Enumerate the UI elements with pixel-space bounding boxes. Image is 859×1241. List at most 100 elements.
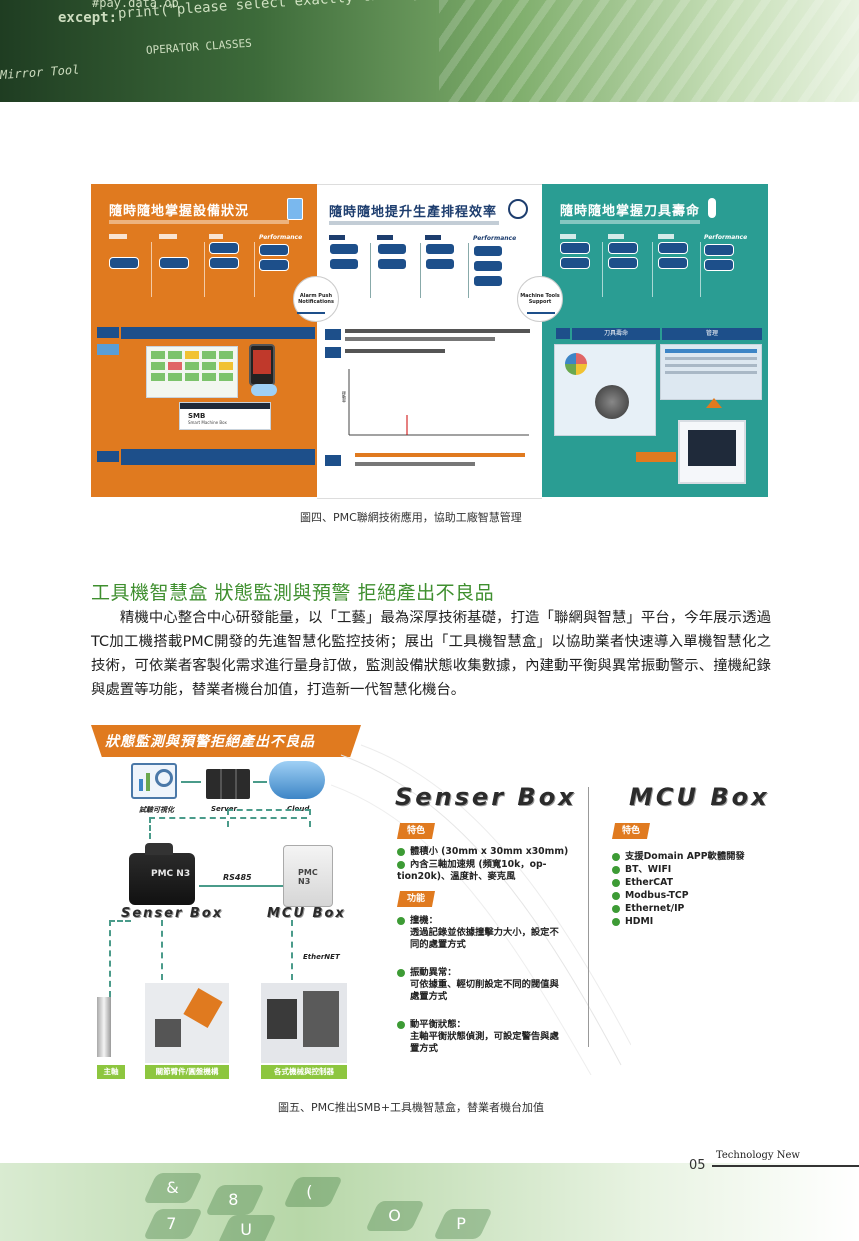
machines-tag: 各式機械與控制器 xyxy=(261,1065,347,1079)
kpi-group xyxy=(329,235,375,297)
row-tag xyxy=(325,455,341,466)
kpi-group xyxy=(560,234,606,296)
keyboard-key: O xyxy=(365,1201,425,1231)
kpi-group xyxy=(109,234,155,296)
page-number: 05 xyxy=(689,1158,706,1173)
row-tag xyxy=(97,451,119,462)
figure-5-banner: 狀態監測與預警拒絕產出不良品 xyxy=(91,725,361,757)
sensor-function-chip: 功能 xyxy=(397,891,436,907)
header-banner: #pay.data.ob except: print("please selec… xyxy=(0,0,859,102)
footer-banner: & 8 ( 7 U O P xyxy=(0,1163,859,1241)
mcu-box-image: PMC N3 xyxy=(283,845,333,907)
dashed-connector xyxy=(227,809,311,827)
dashboard-screenshot xyxy=(146,346,238,398)
publication-name: Technology New xyxy=(716,1150,800,1161)
code-line: except: xyxy=(58,10,118,26)
kpi-group xyxy=(159,234,205,296)
panel-tool-life: 隨時隨地掌握刀具壽命 Performance 刀具壽命 管理 xyxy=(542,184,768,497)
cloud-icon xyxy=(251,384,277,396)
joint-arm-tag: 關節臂件/圓盤機構 xyxy=(145,1065,229,1079)
tool-screenshot xyxy=(554,344,656,436)
text-placeholder xyxy=(355,453,525,457)
panel-subtitle xyxy=(109,220,289,224)
text-placeholder xyxy=(355,462,475,466)
kpi-group xyxy=(377,235,423,297)
code-line: OPERATOR CLASSES xyxy=(145,36,253,57)
figure-4-caption: 圖四、PMC聯網技術應用，協助工廠智慧管理 xyxy=(300,511,522,524)
row-tag xyxy=(325,329,341,340)
arrow-up-icon xyxy=(706,398,722,408)
keyboard-key: ( xyxy=(283,1177,343,1207)
sensor-function-item: 振動異常：可依據重、輕切削設定不同的閥值與處置方式 xyxy=(397,967,567,1003)
divider xyxy=(700,242,701,297)
panel-title: 隨時隨地提升生產排程效率 xyxy=(329,205,498,220)
section-body: 精機中心整合中心研發能量，以「工藝」最為深厚技術基礎，打造「聯網與智慧」平台，今… xyxy=(91,610,771,698)
server-label: Server xyxy=(211,805,238,813)
cloud-icon xyxy=(269,761,325,799)
divider xyxy=(254,242,255,297)
background-arcs xyxy=(331,744,631,1075)
divider xyxy=(420,243,421,298)
sensor-box-image: PMC N3 xyxy=(129,843,195,905)
link-arrow xyxy=(253,781,267,783)
tool-life-header: 刀具壽命 xyxy=(572,328,660,340)
row-bar xyxy=(121,327,315,339)
mcu-feature-item: HDMI xyxy=(612,916,653,928)
kpi-group xyxy=(209,234,255,296)
keyboard-key: & xyxy=(143,1173,203,1203)
divider xyxy=(602,242,603,297)
joint-arm-image xyxy=(145,983,229,1063)
rs485-link xyxy=(199,885,283,887)
keyboard-key: 8 xyxy=(205,1185,265,1215)
text-placeholder xyxy=(345,337,495,341)
row-tag xyxy=(325,347,341,358)
arrow-right-icon xyxy=(636,452,676,462)
keyboard-key: 7 xyxy=(143,1209,203,1239)
smb-box-image: SMB Smart Machine Box xyxy=(179,402,271,430)
rs485-label: RS485 xyxy=(223,873,252,882)
sensor-feature-item: 體積小 (30mm x 30mm x30mm) xyxy=(397,846,577,858)
utilization-chart xyxy=(348,369,529,436)
tool-wheel-icon xyxy=(565,353,587,375)
sensor-feature-item: 內含三軸加速規 (頻寬10k，op-tion20k)、溫度計、麥克風 xyxy=(397,859,547,882)
panel-equipment-status: 隨時隨地掌握設備狀況 Performance SMB Smart Machine… xyxy=(91,184,317,497)
kpi-group: Performance xyxy=(704,234,764,296)
mcu-feature-item: EtherCAT xyxy=(612,877,673,889)
sensor-function-item: 撞機：透過記錄並依據撞擊力大小，設定不同的處置方式 xyxy=(397,915,567,951)
brand-rule xyxy=(712,1165,859,1167)
spindle-image xyxy=(97,997,111,1057)
dashed-connector xyxy=(109,920,131,997)
dashed-connector xyxy=(161,920,165,980)
management-header: 管理 xyxy=(662,328,762,340)
row-tag xyxy=(97,344,119,355)
machines-image xyxy=(261,983,347,1063)
mcu-feature-chip: 特色 xyxy=(612,823,651,839)
alarm-push-bubble: Alarm Push Notifications xyxy=(293,276,339,322)
sensor-feature-chip: 特色 xyxy=(397,823,436,839)
sensor-function-item: 動平衡狀態：主軸平衡狀態偵測，可設定警告與處置方式 xyxy=(397,1019,567,1055)
panel-title: 隨時隨地掌握設備狀況 xyxy=(109,204,250,219)
divider xyxy=(370,243,371,298)
kpi-group xyxy=(608,234,654,296)
row-bar xyxy=(121,449,315,465)
arrow-icon xyxy=(527,312,555,314)
tool-icon xyxy=(708,198,716,218)
sensor-box-title: Senser Box xyxy=(395,783,577,811)
kpi-group: Performance xyxy=(259,234,315,296)
chart-axis-label: 稼動率 xyxy=(342,391,347,403)
server-icon xyxy=(206,769,250,799)
machine-image xyxy=(678,420,746,484)
kpi-group: Performance xyxy=(473,235,533,297)
mcu-feature-item: BT、WIFI xyxy=(612,864,671,876)
figure-5-caption: 圖五、PMC推出SMB+工具機智慧盒，替業者機台加值 xyxy=(278,1101,545,1114)
mcu-box-label: MCU Box xyxy=(267,906,346,921)
dashed-connector xyxy=(291,920,295,980)
keyboard-key: U xyxy=(217,1215,277,1241)
ethernet-label: EtherNET xyxy=(303,953,340,961)
divider xyxy=(468,243,469,298)
management-screenshot xyxy=(660,344,762,400)
mcu-feature-item: 支援Domain APP軟體開發 xyxy=(612,851,745,863)
divider xyxy=(151,242,152,297)
column-divider xyxy=(588,787,589,1047)
kpi-group xyxy=(425,235,471,297)
